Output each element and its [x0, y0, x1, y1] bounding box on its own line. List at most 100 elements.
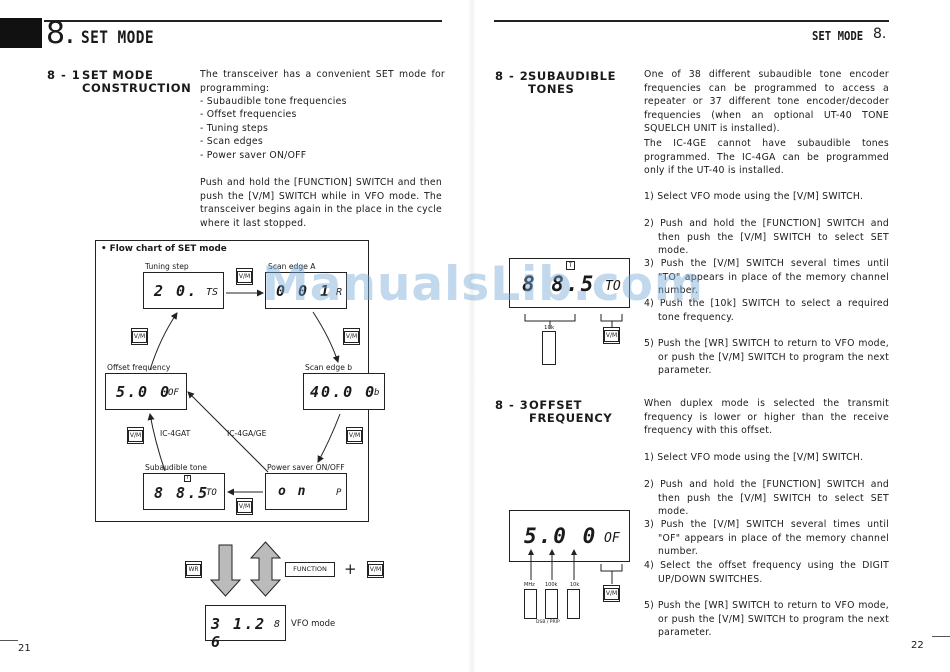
vm-key-bottom-combo: V/M — [367, 561, 384, 578]
section-8-2-step: 2) Push and hold the [FUNCTION] SWITCH a… — [644, 218, 889, 256]
arrow-subaudible-to-offset — [147, 413, 166, 472]
subaudible-label: Subaudible tone — [145, 463, 207, 472]
tone-mark-icon: T — [184, 475, 191, 482]
section-8-2-step: 3) Push the [V/M] SWITCH several times u… — [644, 258, 889, 296]
offset-lcd: 5.0 0 OF — [105, 373, 187, 410]
offset-example-value: 5.0 0 — [524, 524, 598, 548]
tone-mark-icon: T — [566, 261, 575, 270]
digit-switch-100k-icon — [545, 589, 558, 619]
section-8-1-para2: Push and hold the [FUNCTION] SWITCH and … — [200, 177, 442, 229]
tuning-step-lcd: 2 0. TS — [143, 272, 224, 309]
plus-sign: + — [344, 560, 357, 578]
section-8-1-item: - Tuning steps — [200, 123, 269, 134]
power-saver-value: o n — [278, 484, 308, 499]
section-8-3-step: 5) Push the [WR] SWITCH to return to VFO… — [644, 600, 889, 638]
vfo-tag: 8 — [274, 619, 281, 630]
model-label-left: IC-4GAT — [160, 429, 191, 438]
footer-rule-right — [932, 636, 950, 637]
arrow-power-to-offset-bypass — [187, 391, 269, 473]
arrow-scan-a-to-scan-b — [312, 311, 340, 363]
vm-key-right-upper: V/M — [343, 328, 360, 345]
section-8-1-item: - Power saver ON/OFF — [200, 150, 307, 161]
section-8-1-item: - Scan edges — [200, 136, 263, 147]
tuning-step-value: 2 0. — [154, 282, 199, 300]
scan-edge-a-value: 0 0 1 — [276, 282, 332, 300]
watermark: ManualsLib.com — [262, 257, 704, 312]
section-8-3-step: 4) Select the offset frequency using the… — [644, 560, 889, 585]
vm-key-left-upper: V/M — [131, 328, 148, 345]
section-8-2-step: 1) Select VFO mode using the [V/M] SWITC… — [644, 191, 864, 202]
vm-key-top: V/M — [236, 268, 253, 285]
power-saver-label: Power saver ON/OFF — [267, 463, 345, 472]
section-8-2-para2: The IC-4GE cannot have subaudible tones … — [644, 138, 889, 176]
offset-example-arrows — [528, 549, 623, 584]
right-chapter-number: 8. — [873, 26, 887, 42]
footer-rule-left — [0, 640, 18, 641]
subaudible-example-leaders — [524, 314, 623, 329]
offset-example-lcd: 5.0 0 OF — [509, 510, 630, 562]
key-10k-label: 10k — [544, 325, 555, 331]
offset-label: Offset frequency — [107, 363, 171, 372]
offset-example-tag: OF — [604, 531, 620, 546]
section-8-3-para1: When duplex mode is selected the transmi… — [644, 398, 889, 436]
section-8-1-title-1: SET MODE — [82, 68, 154, 82]
vm-key-left-lower: V/M — [127, 427, 144, 444]
digit-switch-10k-icon-2 — [567, 589, 580, 619]
arrow-offset-to-tuning — [149, 312, 178, 371]
model-label-right: IC-4GA/GE — [227, 429, 267, 438]
header-rule-left — [44, 20, 442, 22]
section-8-3-step: 2) Push and hold the [FUNCTION] SWITCH a… — [644, 479, 889, 517]
chapter-title: SET MODE — [81, 28, 155, 48]
flowchart-title: • Flow chart of SET mode — [101, 244, 227, 254]
scan-edge-b-lcd: 40.0 0 b — [303, 373, 385, 410]
subaudible-value: 8 8.5 — [154, 484, 210, 502]
scan-edge-b-value: 40.0 0 — [310, 383, 377, 401]
subaudible-example-tag: TO — [605, 279, 621, 294]
header-rule-right — [494, 20, 889, 22]
section-8-2-para1: One of 38 different subaudible tone enco… — [644, 69, 889, 134]
page-number-left: 21 — [18, 643, 31, 654]
subaudible-example-value: 8 8.5 — [522, 272, 596, 296]
section-8-2-step: 4) Push the [10k] SWITCH to select a req… — [644, 298, 889, 323]
key-mhz-label: MHz — [524, 582, 535, 588]
tuning-step-tag: TS — [206, 287, 219, 298]
section-8-1-item: - Offset frequencies — [200, 109, 297, 120]
section-8-2-title-2: TONES — [528, 82, 575, 96]
right-chapter-title: SET MODE — [812, 28, 864, 43]
arrow-scan-b-to-power — [317, 413, 341, 463]
flowchart-arrows — [147, 289, 341, 597]
scan-edge-b-tag: b — [374, 388, 380, 398]
function-key: FUNCTION — [285, 562, 335, 577]
section-8-2-number: 8 - 2 — [495, 69, 529, 83]
key-100k-label: 100k — [545, 582, 558, 588]
vm-key-bottom: V/M — [236, 498, 253, 515]
section-8-3-step: 3) Push the [V/M] SWITCH several times u… — [644, 519, 889, 557]
digit-switch-caption: DSB / PRIP — [536, 620, 560, 625]
section-8-2-title-1: SUBAUDIBLE — [528, 69, 617, 83]
vfo-value: 3 1.2 6 — [211, 615, 267, 651]
scan-edge-a-label: Scan edge A — [268, 262, 316, 271]
key-10k-label-2: 10k — [570, 582, 580, 588]
chapter-black-block — [0, 18, 42, 48]
section-8-1-number: 8 - 1 — [47, 68, 81, 82]
page-spine — [468, 0, 476, 672]
vfo-mode-label: VFO mode — [291, 619, 336, 629]
subaudible-example-lcd: T 8 8.5 TO — [509, 258, 630, 308]
section-8-2-step: 5) Push the [WR] SWITCH to return to VFO… — [644, 338, 889, 376]
page-number-right: 22 — [911, 640, 924, 651]
chapter-number: 8. — [46, 16, 75, 51]
subaudible-tag: TO — [206, 488, 217, 498]
power-saver-tag: P — [336, 488, 342, 498]
offset-value: 5.0 0 — [116, 383, 172, 401]
scan-edge-a-lcd: 0 0 1 R — [265, 272, 347, 309]
section-8-3-title-1: OFFSET — [529, 398, 583, 412]
digit-switch-mhz-icon — [524, 589, 537, 619]
scan-edge-b-label: Scan edge b — [305, 363, 353, 372]
section-8-3-step: 1) Select VFO mode using the [V/M] SWITC… — [644, 452, 864, 463]
tuning-step-label: Tuning step — [145, 262, 189, 271]
power-saver-lcd: o n P — [265, 473, 347, 510]
section-8-1-item: - Subaudible tone frequencies — [200, 96, 347, 107]
section-8-1-title-2: CONSTRUCTION — [82, 81, 192, 95]
subaudible-lcd: T 8 8.5 TO — [143, 473, 225, 510]
scan-edge-a-tag: R — [336, 287, 343, 298]
